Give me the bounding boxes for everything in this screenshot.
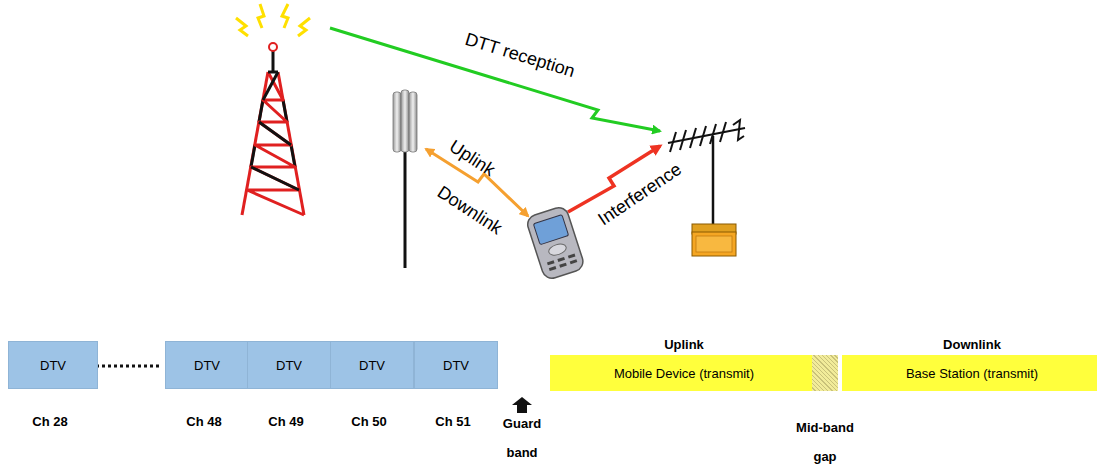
band-heading: Uplink [550,337,818,352]
band-text: DTV [166,358,248,373]
tv-tower [242,43,304,215]
link-label: Interference [594,158,685,229]
channel-box: DTVCh 49 [247,341,331,389]
channel-label: Ch 50 [329,414,409,429]
ellipsis-dots [96,365,160,368]
link-label: Uplink [445,136,498,181]
dtt-link [330,28,660,131]
guard-band-arrow [512,397,532,413]
base-station [393,90,417,268]
tv-receiver [692,224,736,256]
channel-box: DTVCh 50 [330,341,414,389]
broadcast-rays [236,4,310,36]
band-text: DTV [331,358,413,373]
band-text: Base Station (transmit) [842,366,1097,381]
band-text: Mobile Device (transmit) [550,366,818,381]
spectrum-band: UplinkMobile Device (transmit) [550,355,818,391]
band-text: DTV [9,358,97,373]
channel-label: Mid-band gap [793,413,857,464]
channel-box: DTVCh 51 [414,341,498,389]
channel-label: Ch 51 [413,414,493,429]
channel-label: Ch 28 [10,414,90,429]
band-heading: Downlink [842,337,1097,352]
channel-box: DTVCh 28 [8,341,98,389]
channel-label: Ch 49 [246,414,326,429]
band-text: DTV [415,358,497,373]
spectrum-band: DownlinkBase Station (transmit) [842,355,1097,391]
band-text: DTV [248,358,330,373]
channel-label: Ch 48 [164,414,244,429]
mobile-phone [525,205,585,281]
link-label: Downlink [434,181,507,238]
gap-band: Mid-band gap [812,355,838,391]
guard-band-label: Guard band [497,409,547,464]
channel-box: DTVCh 48 [165,341,249,389]
